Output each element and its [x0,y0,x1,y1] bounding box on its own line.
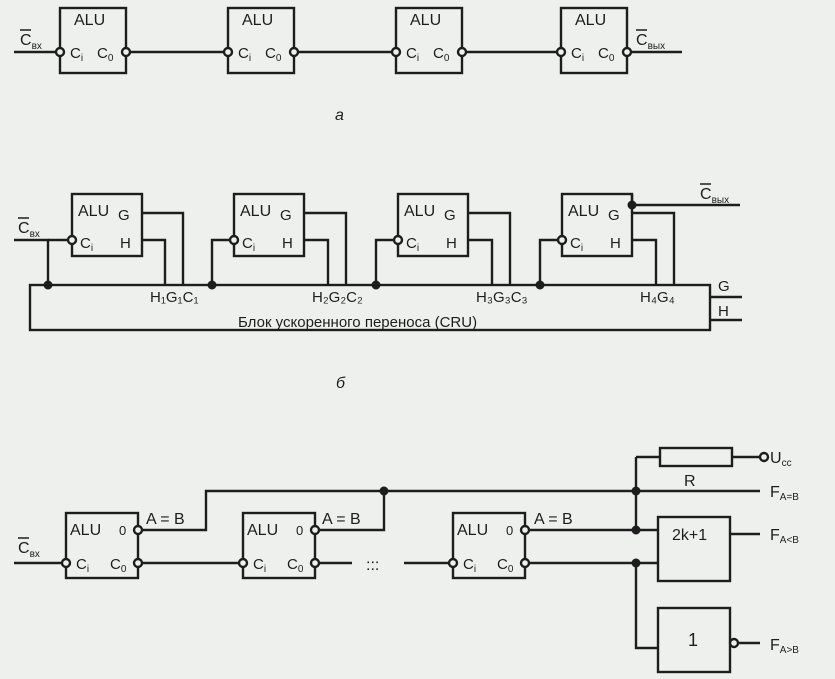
svg-text:Ci: Ci [570,235,583,254]
b-alu-3: ALU G H Ci [392,192,470,258]
c-alu-1: ALU 0 Ci C0 [60,511,144,580]
svg-text:ALU: ALU [404,203,435,220]
c-alu-3: ALU 0 Ci C0 [447,511,531,580]
cru-label: Блок ускоренного переноса (CRU) [238,314,477,331]
svg-text:H: H [282,235,293,252]
b-carry-out-label: Cвых [700,186,729,206]
svg-text:G: G [444,207,456,224]
b-carry-in-label: Cвх [18,220,40,240]
pin-hgc1: H₁G₁C₁ [150,289,199,306]
svg-text:ALU: ALU [575,12,606,29]
ellipsis: ::: [366,557,379,574]
b-carry-out-wire [630,194,740,207]
resistor [658,446,734,468]
c-aeqb-1: A = B [146,511,185,528]
f-aeqb-label: FA=B [770,484,799,503]
svg-text:H: H [610,235,621,252]
svg-text:H: H [120,235,131,252]
b-alu-2: ALU G H Ci [228,192,306,258]
diagram-b: Блок ускоренного переноса (CRU) Cвх ALU … [14,183,742,392]
pin-hgc2: H₂G₂C₂ [312,289,363,306]
svg-text:Ci: Ci [406,235,419,254]
svg-text:1: 1 [688,630,698,650]
svg-text:C0: C0 [598,45,615,64]
svg-text:2k+1: 2k+1 [672,527,707,544]
caption-b: б [336,375,346,392]
ucc-terminal [758,451,770,463]
svg-text:G: G [280,207,292,224]
b-alu-1: ALU G H Ci [66,192,144,258]
svg-text:Ci: Ci [76,556,89,575]
c-aeqb-3: A = B [534,511,573,528]
svg-text:ALU: ALU [410,12,441,29]
b-alu-4: ALU G H Ci [556,192,634,258]
a-carry-in-label: Cвх [20,32,42,52]
svg-text:Ci: Ci [242,235,255,254]
a-alu-2: ALU Ci C0 [222,6,300,75]
svg-text:C0: C0 [110,556,127,575]
gate-2k1 [656,515,732,583]
svg-text:H: H [446,235,457,252]
f-alt-label: FA<B [770,527,799,546]
svg-text:C0: C0 [497,556,514,575]
c-alu-2: ALU 0 Ci C0 [237,511,321,580]
pin-hgc3: H₃G₃C₃ [476,289,528,306]
caption-a: а [335,107,344,124]
svg-text:G: G [118,207,130,224]
svg-text:0: 0 [506,523,513,538]
svg-text:ALU: ALU [78,203,109,220]
c-carry-in-label: Cвх [18,540,40,560]
cru-block [28,283,712,332]
svg-text:Ci: Ci [70,45,83,64]
f-agt-label: FA>B [770,637,799,656]
svg-text:ALU: ALU [242,12,273,29]
svg-text:C0: C0 [287,556,304,575]
b-carry-in-wire [14,238,50,285]
svg-text:0: 0 [296,523,303,538]
cru-out-h: H [718,303,729,320]
svg-text:C0: C0 [433,45,450,64]
a-alu-4: ALU Ci C0 [555,6,633,75]
svg-text:ALU: ALU [74,12,105,29]
svg-text:ALU: ALU [568,203,599,220]
a-alu-3: ALU Ci C0 [390,6,468,75]
diagram-a: Cвх Cвых ALU Ci C0 ALU Ci C0 ALU Ci C0 [14,6,682,124]
svg-text:ALU: ALU [240,203,271,220]
a-alu-1: ALU Ci C0 [54,6,132,75]
pin-hg4: H₄G₄ [640,289,675,306]
svg-text:Ci: Ci [406,45,419,64]
svg-text:C0: C0 [265,45,282,64]
cru-out-g: G [718,278,730,295]
svg-text:Ci: Ci [238,45,251,64]
svg-text:C0: C0 [97,45,114,64]
c-aeqb-2: A = B [322,511,361,528]
a-carry-out-label: Cвых [636,32,665,52]
svg-text:Ci: Ci [253,556,266,575]
svg-text:ALU: ALU [247,522,278,539]
svg-text:ALU: ALU [457,522,488,539]
svg-text:Ci: Ci [571,45,584,64]
svg-text:Ci: Ci [80,235,93,254]
diagram-c: Cвх ALU 0 Ci C0 A = B ALU 0 Ci C0 [14,446,799,674]
svg-text:Ci: Ci [463,556,476,575]
svg-text:0: 0 [119,523,126,538]
ucc-label: Ucc [770,450,792,469]
svg-text:G: G [608,207,620,224]
resistor-label: R [684,473,696,490]
svg-text:ALU: ALU [70,522,101,539]
